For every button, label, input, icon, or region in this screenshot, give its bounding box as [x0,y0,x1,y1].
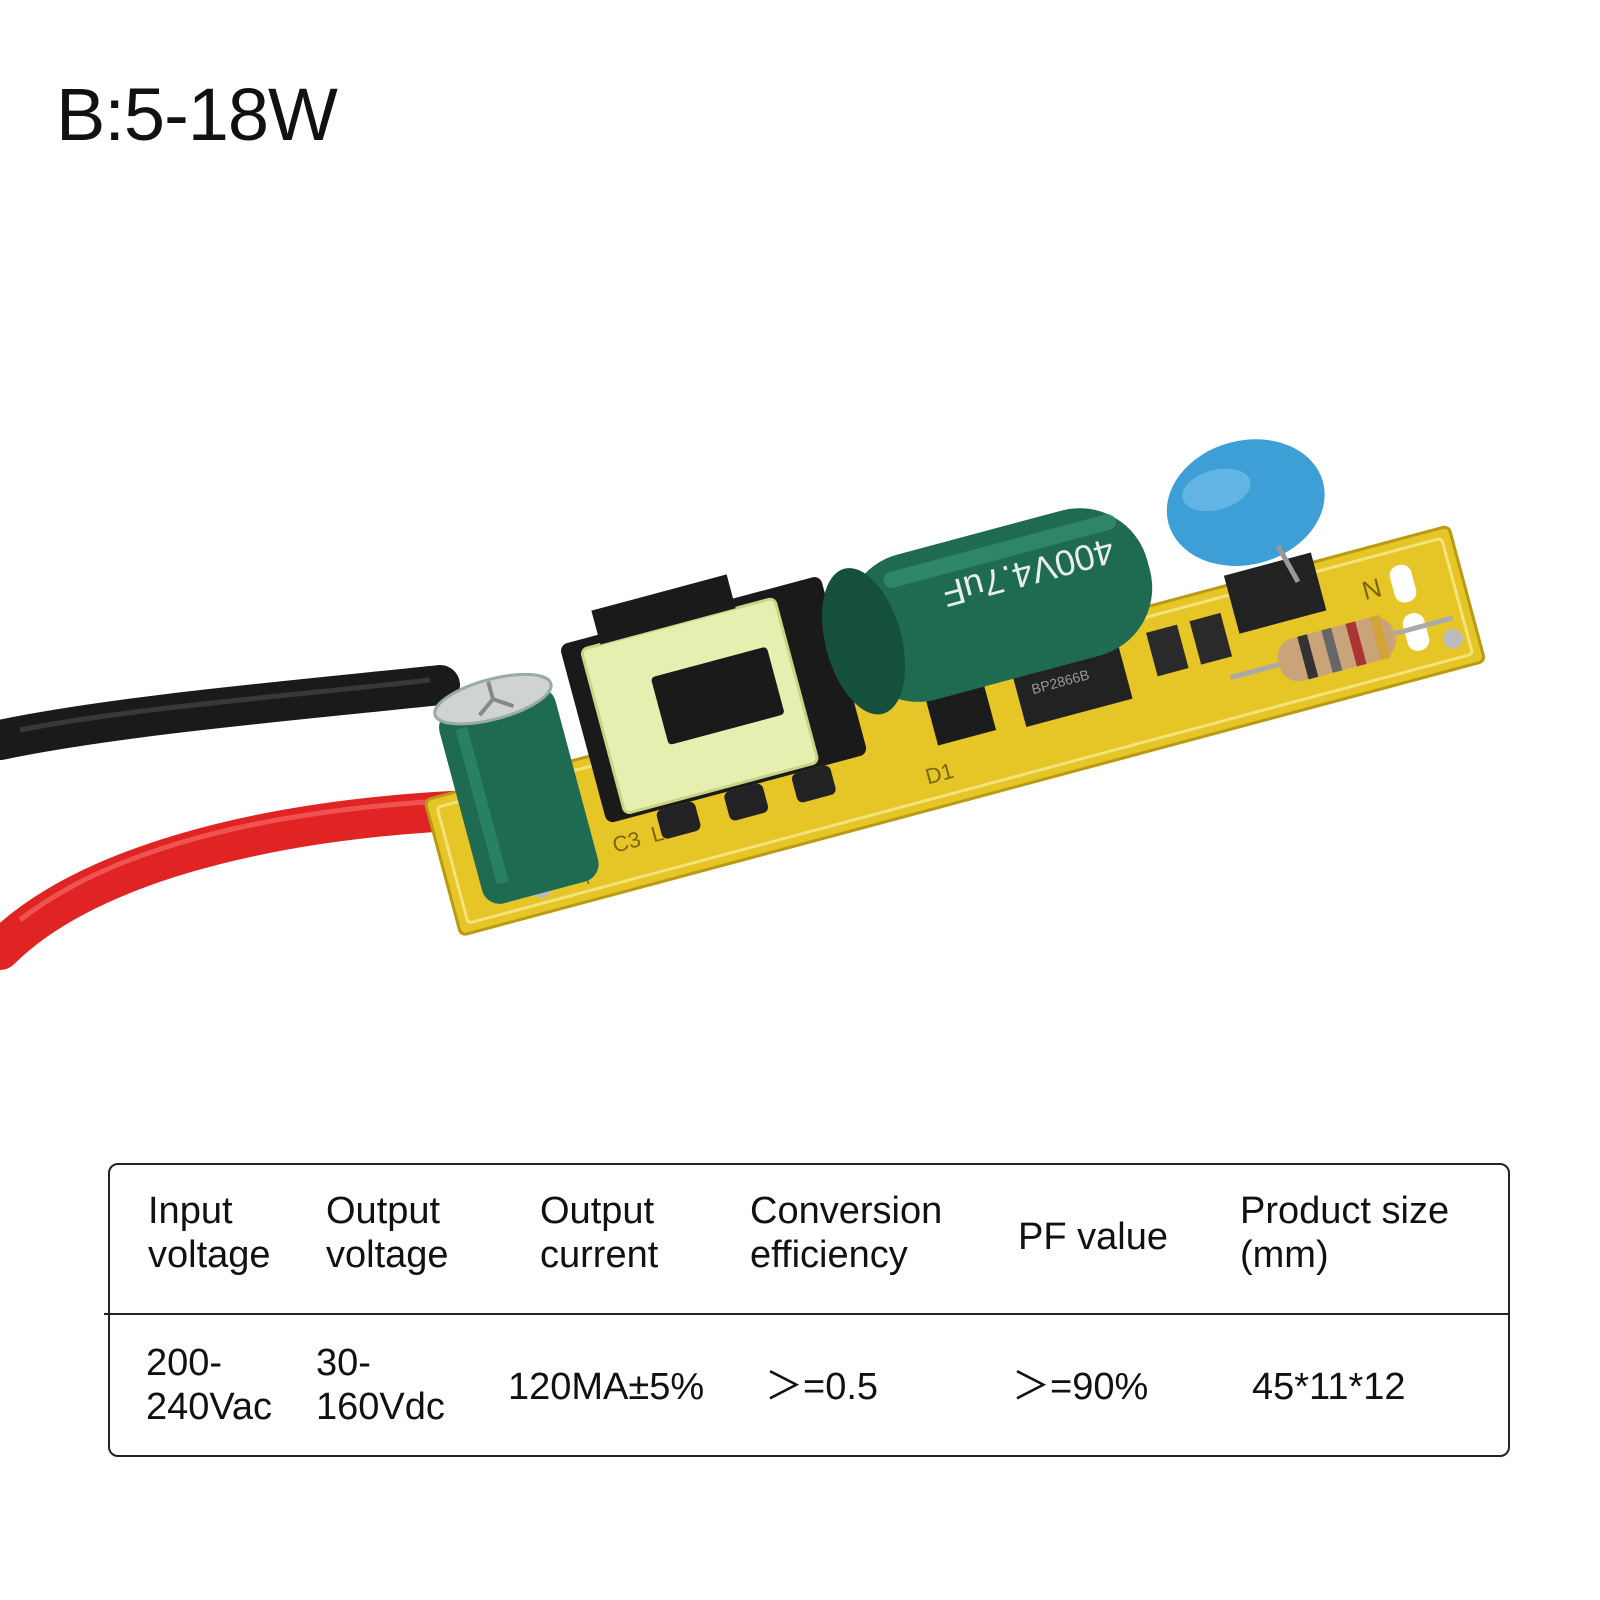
value-output-current: 120MA±5% [508,1366,705,1408]
red-wire [0,790,490,970]
header-product-size: Product size (mm) [1240,1190,1450,1276]
blue-y-capacitor [1166,439,1325,566]
header-input-voltage: Input voltage [148,1190,271,1276]
header-output-voltage: Output voltage [326,1190,449,1276]
pcb-board: N L + C3 L1 D1 BP2866B [424,439,1486,936]
product-variant-title: B:5-18W [56,73,338,156]
small-capacitor [439,687,599,904]
value-input-voltage: 200- 240Vac [146,1342,273,1428]
value-conversion-efficiency: ＞=0.5 [765,1366,879,1408]
header-conversion-efficiency: Conversion efficiency [750,1190,943,1276]
value-output-voltage: 30- 160Vdc [316,1342,445,1428]
header-pf-value: PF value [1018,1216,1168,1258]
table-divider [104,1313,1508,1315]
value-pf-value: ＞=90% [1012,1366,1149,1408]
value-product-size: 45*11*12 [1252,1366,1406,1408]
main-capacitor [845,508,1153,702]
led-driver-board-photo: N L + C3 L1 D1 BP2866B [0,439,1486,970]
spec-table: Input voltage Output voltage Output curr… [104,1163,1510,1457]
header-output-current: Output current [540,1190,659,1276]
black-wire [0,665,460,760]
